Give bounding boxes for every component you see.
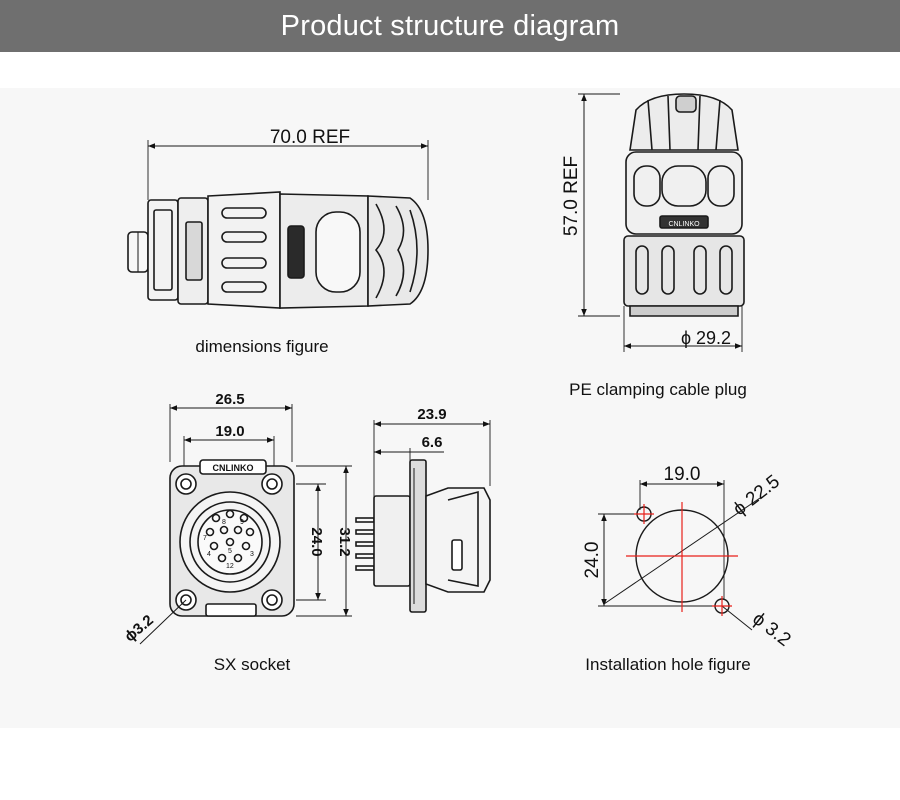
hole-width-label: 19.0 [664,464,701,485]
pin-label: 9 [240,519,244,526]
dimensions-caption: dimensions figure [195,337,328,356]
socket-width-outer-label: 26.5 [215,391,244,408]
diagram-panel [0,88,900,728]
socket-caption: SX socket [214,655,291,674]
page-title: Product structure diagram [280,9,620,42]
hole-caption: Installation hole figure [585,655,750,674]
pin-label: 7 [203,535,207,542]
diameter-dimension-label: ϕ 29.2 [681,328,731,348]
socket-width-inner-label: 19.0 [215,423,244,440]
socket-front-view [139,404,352,645]
pin-label: 5 [228,548,232,555]
large-diameter-label: ϕ 22.5 [729,471,784,520]
hole-centerlines [626,502,738,616]
pin-label: 12 [226,563,234,570]
length-dimension-label: 70.0 REF [270,127,350,148]
plug-caption: PE clamping cable plug [569,380,747,399]
socket-height-outer-label: 31.2 [336,527,353,556]
pin-label: 8 [222,519,226,526]
height-dimension-label: 57.0 REF [561,156,582,236]
socket-logo-text: CNLINKO [213,463,254,473]
socket-hole-diameter-label: ϕ3.2 [121,612,157,646]
socket-side-view [355,420,491,613]
small-diameter-leader [721,605,753,631]
plug-view [578,93,745,352]
page-header: Product structure diagram [0,0,900,52]
side-depth-total-label: 23.9 [417,406,446,423]
socket-height-inner-label: 24.0 [308,527,325,556]
pin-label: 4 [207,551,211,558]
socket-pin-labels: 8 9 7 5 4 3 12 [203,519,254,570]
plug-logo-text: CNLINKO [668,221,700,228]
hole-height-label: 24.0 [582,542,603,579]
small-diameter-label: ϕ 3.2 [748,608,794,651]
dimensions-view [127,140,429,309]
pin-label: 3 [250,551,254,558]
side-depth-flange-label: 6.6 [422,434,443,451]
